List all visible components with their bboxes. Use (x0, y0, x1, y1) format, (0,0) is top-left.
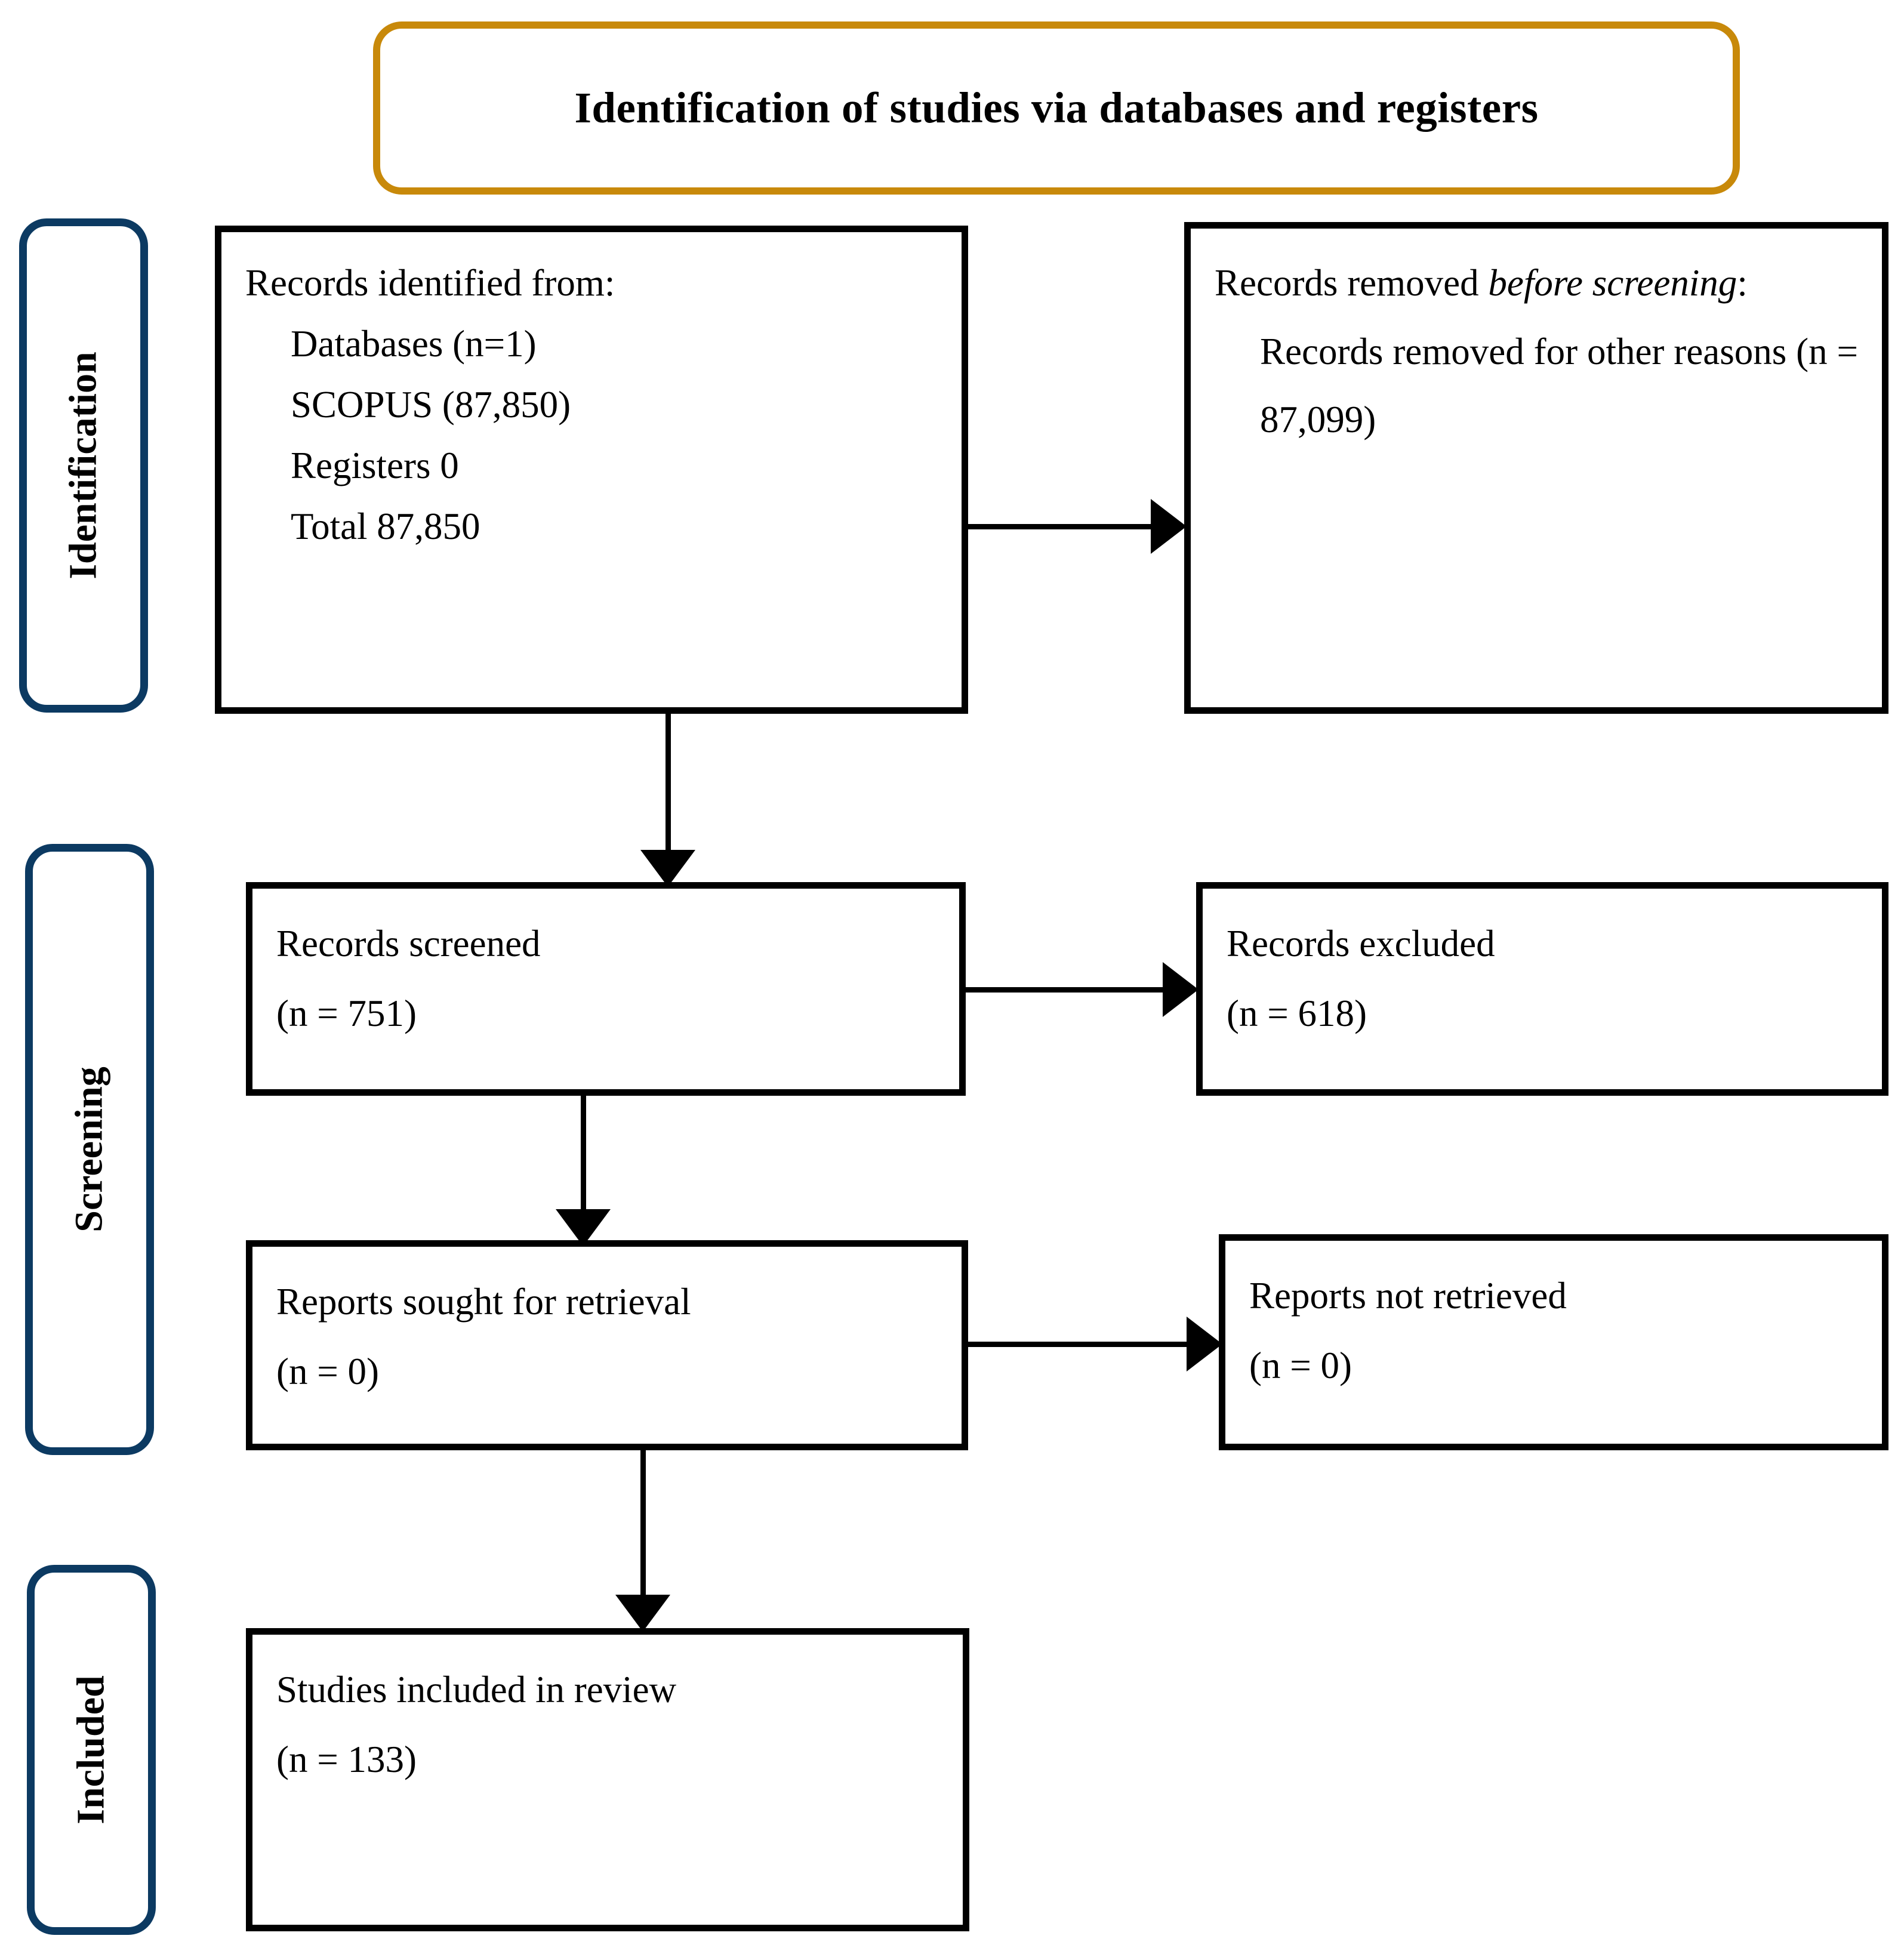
arrow-head (1187, 1317, 1222, 1371)
reports-sought-label: Reports sought for retrieval (276, 1281, 691, 1323)
records-screened-count: (n = 751) (276, 992, 417, 1034)
arrow-shaft (967, 1342, 1188, 1347)
records-removed-heading-colon: : (1737, 262, 1748, 304)
records-screened-label: Records screened (276, 923, 541, 964)
arrow-shaft (965, 987, 1164, 993)
arrow-down-icon-screened-to-sought (555, 1096, 611, 1246)
arrow-shaft (666, 714, 671, 851)
arrow-right-icon-sought-to-not-retrieved (967, 1317, 1222, 1371)
box-records-excluded: Records excluded (n = 618) (1196, 882, 1888, 1096)
studies-included-count: (n = 133) (276, 1738, 417, 1780)
box-records-screened: Records screened (n = 751) (246, 882, 966, 1096)
stage-rail-screening: Screening (25, 844, 154, 1455)
stage-label-identification: Identification (61, 352, 105, 580)
records-excluded-count: (n = 618) (1227, 992, 1367, 1034)
arrow-shaft (640, 1450, 646, 1596)
records-identified-total: Total 87,850 (291, 506, 480, 548)
reports-not-retrieved-count: (n = 0) (1249, 1344, 1352, 1386)
stage-rail-included: Included (27, 1565, 156, 1935)
arrow-shaft (581, 1096, 586, 1210)
stage-rail-identification: Identification (19, 218, 148, 713)
records-removed-heading: Records removed before screening: (1215, 249, 1858, 318)
arrow-head (1151, 499, 1187, 554)
box-studies-included: Studies included in review (n = 133) (246, 1628, 969, 1931)
records-removed-heading-italic-before: before (1488, 262, 1583, 304)
reports-sought-count: (n = 0) (276, 1350, 379, 1392)
box-reports-not-retrieved: Reports not retrieved (n = 0) (1219, 1234, 1888, 1450)
records-identified-databases: Databases (n=1) (291, 323, 537, 365)
records-identified-heading: Records identified from: (245, 262, 615, 304)
arrow-head (615, 1595, 670, 1632)
arrow-down-icon-sought-to-included (615, 1450, 671, 1632)
records-identified-scopus: SCOPUS (87,850) (291, 384, 571, 426)
records-removed-heading-plain: Records removed (1215, 262, 1489, 304)
diagram-title-banner: Identification of studies via databases … (373, 21, 1740, 195)
stage-label-included: Included (69, 1675, 113, 1824)
studies-included-label: Studies included in review (276, 1669, 677, 1710)
arrow-head (556, 1209, 611, 1246)
records-excluded-label: Records excluded (1227, 923, 1495, 964)
records-identified-registers: Registers 0 (291, 445, 459, 487)
box-records-identified: Records identified from: Databases (n=1)… (215, 226, 968, 714)
arrow-right-icon-screened-to-excluded (965, 962, 1199, 1017)
box-reports-sought: Reports sought for retrieval (n = 0) (246, 1240, 968, 1450)
arrow-shaft (967, 524, 1152, 529)
records-removed-reason: Records removed for other reasons (n = 8… (1260, 330, 1858, 441)
arrow-head (640, 850, 695, 887)
arrow-down-icon-identified-to-screened (640, 714, 696, 887)
box-records-removed: Records removed before screening: Record… (1184, 222, 1888, 714)
arrow-head (1163, 962, 1199, 1017)
reports-not-retrieved-label: Reports not retrieved (1249, 1275, 1567, 1317)
arrow-right-icon-identified-to-removed (967, 499, 1187, 554)
page-title: Identification of studies via databases … (574, 83, 1539, 132)
records-removed-heading-italic-screening: screening (1592, 262, 1737, 304)
stage-label-screening: Screening (67, 1067, 112, 1232)
